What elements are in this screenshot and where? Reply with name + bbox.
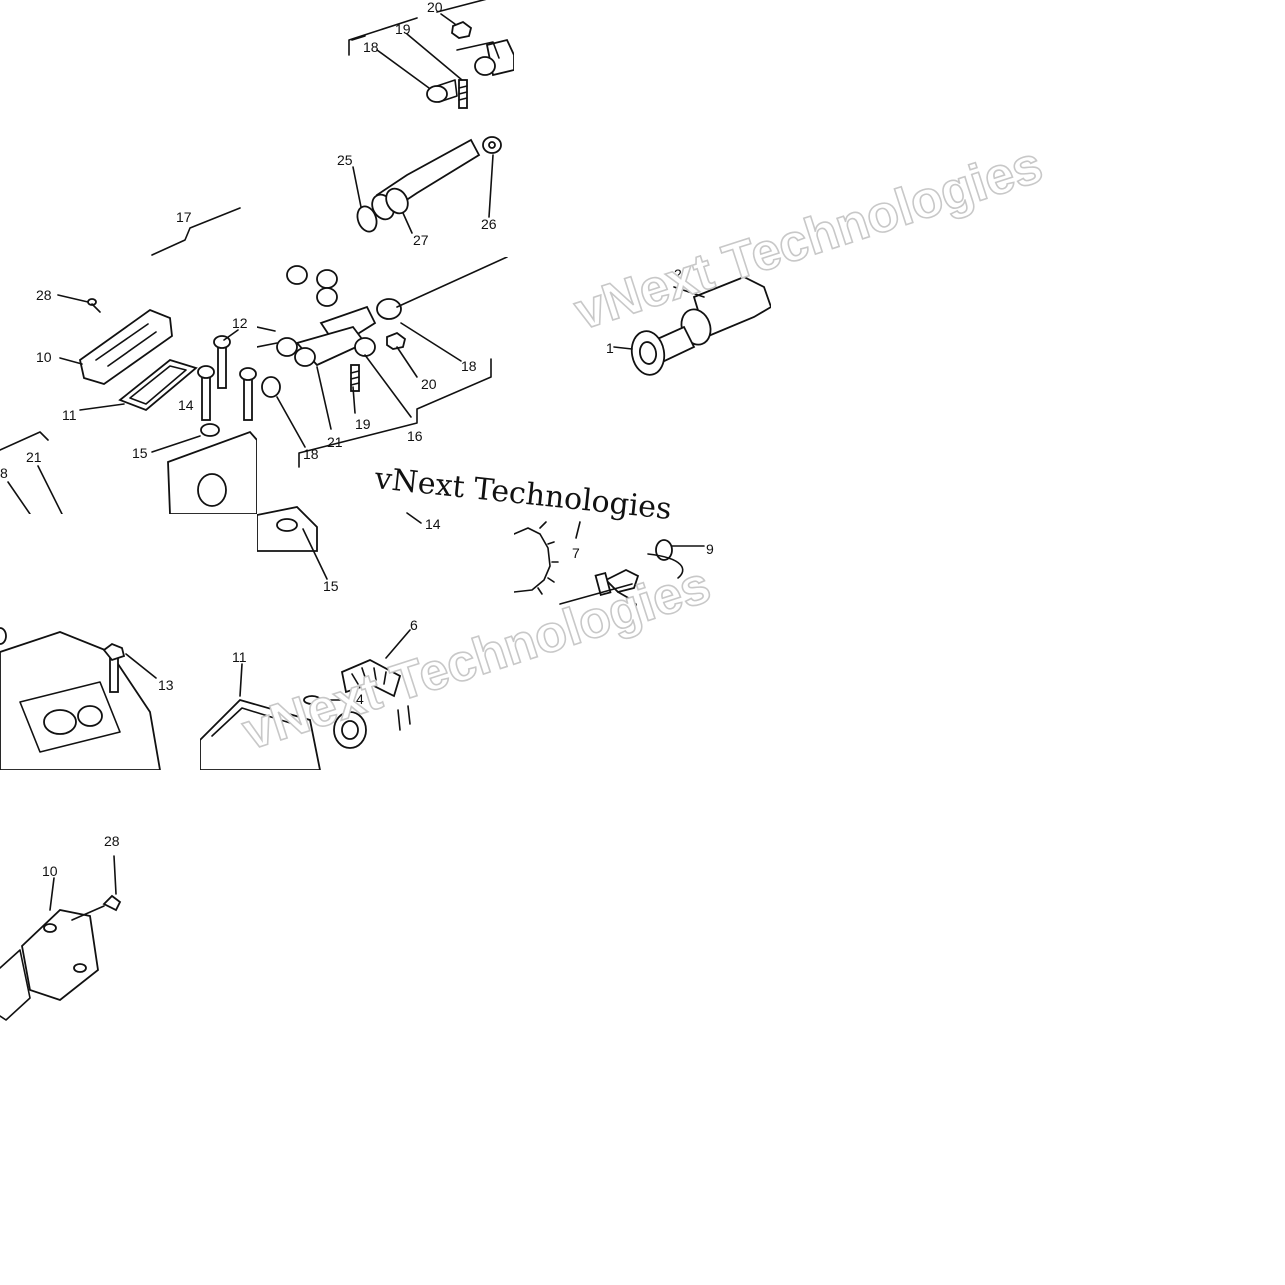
part-label-13: 13 <box>158 677 174 693</box>
tile-rocker-shaft: 25 27 26 <box>257 115 514 257</box>
part-label-17: 17 <box>176 209 192 225</box>
part-label-7: 7 <box>572 545 580 561</box>
part-label-21: 21 <box>26 449 42 465</box>
part-label-20: 20 <box>427 0 443 15</box>
part-label-19: 19 <box>355 416 371 432</box>
part-label-10: 10 <box>42 863 58 879</box>
tile-rocker-assembly: 20 18 19 21 18 16 14 15 <box>257 257 514 592</box>
part-label-28: 28 <box>36 287 52 303</box>
part-label-10: 10 <box>36 349 52 365</box>
part-label-8: 8 <box>0 465 8 481</box>
tile-camshaft: 2 1 <box>514 257 771 514</box>
tile-crankcase: 13 <box>0 592 200 770</box>
part-label-18: 18 <box>363 39 379 55</box>
part-label-6: 6 <box>410 617 418 633</box>
part-label-14: 14 <box>425 516 441 532</box>
part-label-16: 16 <box>407 428 423 444</box>
tile-cover-assembly: 17 28 10 11 12 14 <box>0 200 257 514</box>
part-label-18: 18 <box>303 446 319 462</box>
part-label-2: 2 <box>674 266 682 282</box>
tile-gasket-bearing: 11 6 4 <box>200 600 457 770</box>
part-label-15: 15 <box>132 445 148 461</box>
tile-valve-cover: 28 10 <box>0 820 150 1040</box>
part-label-9: 9 <box>706 541 714 557</box>
part-label-18: 18 <box>461 358 477 374</box>
part-label-28: 28 <box>104 833 120 849</box>
part-label-25: 25 <box>337 152 353 168</box>
part-label-4: 4 <box>356 691 364 707</box>
part-label-20: 20 <box>421 376 437 392</box>
part-label-19: 19 <box>395 21 411 37</box>
part-label-26: 26 <box>481 216 497 232</box>
tile-gear-follower: 7 9 8 <box>514 514 771 634</box>
part-label-27: 27 <box>413 232 429 248</box>
part-label-21: 21 <box>327 434 343 450</box>
part-label-8: 8 <box>630 599 638 615</box>
part-label-11: 11 <box>232 649 247 665</box>
part-label-1: 1 <box>606 340 614 356</box>
part-label-11: 11 <box>62 407 77 423</box>
part-label-15: 15 <box>323 578 339 592</box>
part-label-14: 14 <box>178 397 194 413</box>
part-label-12: 12 <box>232 315 248 331</box>
